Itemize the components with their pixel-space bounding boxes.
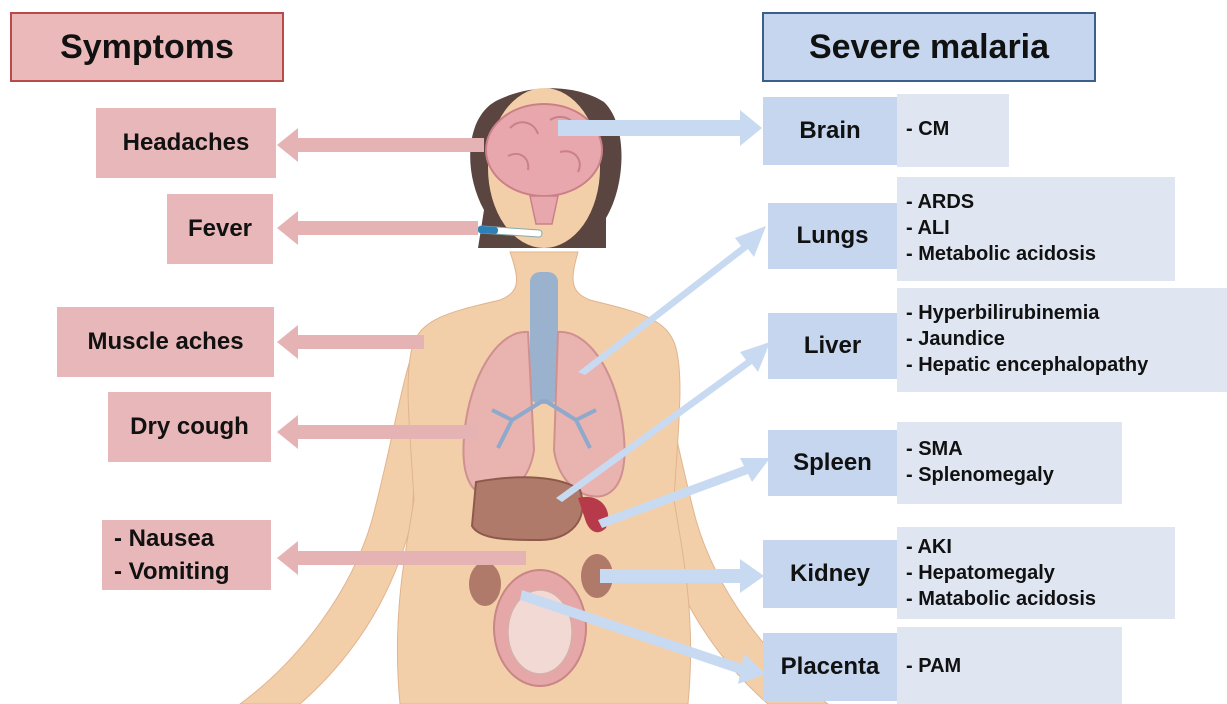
symptom-muscle-aches-label: Muscle aches bbox=[87, 328, 243, 356]
detail-line: - Metabolic acidosis bbox=[906, 241, 1175, 267]
arrow-fever bbox=[277, 211, 478, 245]
organ-placenta: Placenta bbox=[763, 633, 897, 701]
left-arm bbox=[240, 332, 422, 704]
symptom-headaches: Headaches bbox=[96, 108, 276, 178]
details-kidney: - AKI - Hepatomegaly - Matabolic acidosi… bbox=[897, 527, 1175, 619]
details-brain: - CM bbox=[897, 94, 1009, 167]
left-kidney bbox=[469, 562, 501, 606]
organ-spleen-label: Spleen bbox=[793, 449, 872, 477]
organ-brain-label: Brain bbox=[799, 117, 860, 145]
arrow-muscle-aches bbox=[277, 325, 424, 359]
organ-brain: Brain bbox=[763, 97, 897, 165]
details-spleen: - SMA - Splenomegaly bbox=[897, 422, 1122, 504]
detail-line: - ALI bbox=[906, 215, 1175, 241]
symptom-nausea-label: - Nausea bbox=[114, 522, 271, 555]
symptom-gi: - Nausea - Vomiting bbox=[102, 520, 271, 590]
detail-line: - CM bbox=[906, 116, 1009, 142]
detail-line: - Matabolic acidosis bbox=[906, 586, 1175, 612]
organ-spleen: Spleen bbox=[768, 430, 897, 496]
details-lungs: - ARDS - ALI - Metabolic acidosis bbox=[897, 177, 1175, 281]
symptom-dry-cough-label: Dry cough bbox=[130, 413, 249, 441]
detail-line: - PAM bbox=[906, 653, 1122, 679]
details-liver: - Hyperbilirubinemia - Jaundice - Hepati… bbox=[897, 288, 1227, 392]
symptom-fever: Fever bbox=[167, 194, 273, 264]
symptoms-header-label: Symptoms bbox=[60, 28, 234, 67]
symptom-dry-cough: Dry cough bbox=[108, 392, 271, 462]
organ-placenta-label: Placenta bbox=[781, 653, 880, 681]
trachea bbox=[530, 272, 558, 404]
liver bbox=[472, 477, 583, 540]
symptom-headaches-label: Headaches bbox=[123, 129, 250, 157]
detail-line: - Splenomegaly bbox=[906, 462, 1122, 488]
symptoms-header: Symptoms bbox=[10, 12, 284, 82]
detail-line: - SMA bbox=[906, 436, 1122, 462]
detail-line: - Jaundice bbox=[906, 326, 1227, 352]
organ-liver: Liver bbox=[768, 313, 897, 379]
symptom-muscle-aches: Muscle aches bbox=[57, 307, 274, 377]
brain bbox=[486, 104, 602, 196]
detail-line: - AKI bbox=[906, 534, 1175, 560]
organ-kidney: Kidney bbox=[763, 540, 897, 608]
detail-line: - ARDS bbox=[906, 189, 1175, 215]
severe-malaria-header: Severe malaria bbox=[762, 12, 1096, 82]
details-placenta: - PAM bbox=[897, 627, 1122, 704]
detail-line: - Hepatomegaly bbox=[906, 560, 1175, 586]
organ-lungs: Lungs bbox=[768, 203, 897, 269]
organ-kidney-label: Kidney bbox=[790, 560, 870, 588]
severe-malaria-header-label: Severe malaria bbox=[809, 28, 1049, 67]
arrow-headaches bbox=[277, 128, 484, 162]
organ-lungs-label: Lungs bbox=[797, 222, 869, 250]
detail-line: - Hepatic encephalopathy bbox=[906, 352, 1227, 378]
symptom-vomiting-label: - Vomiting bbox=[114, 555, 271, 588]
symptom-fever-label: Fever bbox=[188, 215, 252, 243]
organ-liver-label: Liver bbox=[804, 332, 861, 360]
detail-line: - Hyperbilirubinemia bbox=[906, 300, 1227, 326]
